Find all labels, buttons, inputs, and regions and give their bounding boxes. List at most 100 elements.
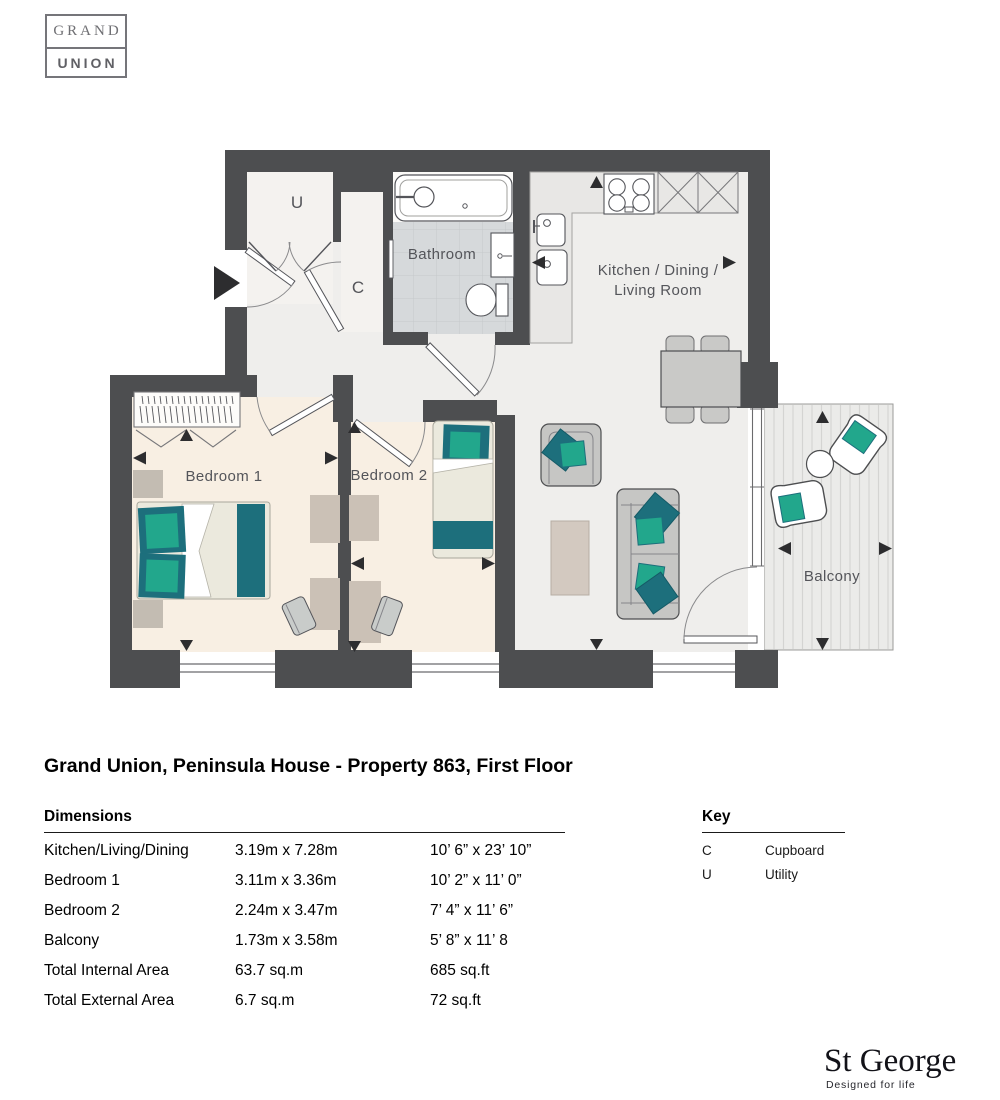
room-name: Bedroom 1 xyxy=(44,872,120,889)
bed-runner xyxy=(433,521,493,549)
metric-size: 6.7 sq.m xyxy=(235,992,295,1009)
desk-chair xyxy=(371,595,403,637)
bedroom1-door xyxy=(256,393,336,437)
utility-doors xyxy=(248,241,332,272)
bathroom-door xyxy=(425,342,496,397)
utility-label: U xyxy=(291,193,303,212)
metric-size: 1.73m x 3.58m xyxy=(235,932,338,949)
armchair xyxy=(540,423,602,487)
divider xyxy=(702,832,845,833)
bathroom-fixtures xyxy=(388,174,515,317)
dimensions-heading: Dimensions xyxy=(44,808,132,825)
room-name: Total External Area xyxy=(44,992,175,1009)
room-labels: U C Bathroom Kitchen / Dining / Living R… xyxy=(186,193,860,585)
bedroom2-window xyxy=(412,652,499,688)
arrow-down-icon xyxy=(590,639,603,650)
arrow-right-icon xyxy=(325,451,338,465)
towel-rail xyxy=(388,239,394,279)
arrow-up-icon xyxy=(590,176,603,188)
arrow-down-icon xyxy=(180,640,193,651)
entry-arrow-icon xyxy=(214,266,240,300)
page-title: Grand Union, Peninsula House - Property … xyxy=(44,755,573,777)
bedroom2-label: Bedroom 2 xyxy=(351,467,428,484)
metric-size: 3.19m x 7.28m xyxy=(235,842,338,859)
bathroom-label: Bathroom xyxy=(408,246,476,263)
table-row: Total Internal Area 63.7 sq.m 685 sq.ft xyxy=(44,956,565,986)
desk xyxy=(349,495,379,541)
arrow-left-icon xyxy=(778,542,791,555)
floorplan-drawing: U C Bathroom Kitchen / Dining / Living R… xyxy=(110,150,894,688)
kitchen-fixtures xyxy=(529,171,739,344)
arrow-left-icon xyxy=(532,256,545,269)
table-row: Balcony 1.73m x 3.58m 5’ 8” x 11’ 8 xyxy=(44,926,565,956)
bedroom1-window xyxy=(180,652,275,688)
key-label: Utility xyxy=(765,866,798,882)
st-george-logo: St George Designed for life xyxy=(824,1044,964,1091)
logo-union-text: UNION xyxy=(57,54,118,71)
desk xyxy=(310,495,340,543)
grand-union-logo: GRAND UNION xyxy=(45,14,127,78)
key-row: C Cupboard xyxy=(702,838,845,862)
arrow-right-icon xyxy=(879,542,892,555)
arrow-up-icon xyxy=(816,411,829,423)
coffee-table xyxy=(550,520,590,596)
kitchen-label-line1: Kitchen / Dining / xyxy=(598,262,719,279)
table-row: Kitchen/Living/Dining 3.19m x 7.28m 10’ … xyxy=(44,836,565,866)
st-george-tagline: Designed for life xyxy=(826,1078,916,1091)
divider xyxy=(44,832,565,833)
imperial-size: 685 sq.ft xyxy=(430,962,490,979)
bedroom1-label: Bedroom 1 xyxy=(186,468,263,485)
key-heading: Key xyxy=(702,808,731,825)
desk-chair xyxy=(281,596,317,636)
bedside-table xyxy=(133,470,163,498)
double-bed xyxy=(136,501,271,600)
st-george-name: St George xyxy=(824,1043,957,1079)
cupboard-door xyxy=(303,261,345,333)
metric-size: 63.7 sq.m xyxy=(235,962,304,979)
desk xyxy=(349,581,381,643)
kitchen-label-line2: Living Room xyxy=(614,282,702,299)
bedside-table xyxy=(133,600,163,628)
table-row: Bedroom 1 3.11m x 3.36m 10’ 2” x 11’ 0” xyxy=(44,866,565,896)
bedroom2-furniture xyxy=(349,420,494,643)
arrow-down-icon xyxy=(816,638,829,650)
entry-door xyxy=(244,246,296,308)
imperial-size: 5’ 8” x 11’ 8 xyxy=(430,932,508,949)
imperial-size: 10’ 2” x 11’ 0” xyxy=(430,872,522,889)
metric-size: 2.24m x 3.47m xyxy=(235,902,338,919)
imperial-size: 72 sq.ft xyxy=(430,992,481,1009)
balcony-door xyxy=(683,566,758,644)
arrow-up-icon xyxy=(180,429,193,441)
key-table: Key C Cupboard U Utility xyxy=(702,808,845,886)
balcony-chair xyxy=(770,480,828,529)
table-row: Bedroom 2 2.24m x 3.47m 7’ 4” x 11’ 6” xyxy=(44,896,565,926)
kitchen-units xyxy=(657,171,739,214)
arrow-left-icon xyxy=(351,557,364,570)
bedroom1-furniture xyxy=(133,391,340,636)
living-furniture xyxy=(540,335,742,620)
key-symbol: C xyxy=(702,842,712,858)
wardrobe xyxy=(133,391,241,448)
logo-grand-text: GRAND xyxy=(47,16,125,49)
dimension-arrows xyxy=(133,176,892,652)
arrow-down-icon xyxy=(348,641,361,652)
balcony-window-wall xyxy=(750,408,764,650)
single-bed xyxy=(432,420,494,559)
room-name: Total Internal Area xyxy=(44,962,169,979)
cupboard-floor xyxy=(341,192,383,332)
room-name: Kitchen/Living/Dining xyxy=(44,842,189,859)
arrow-left-icon xyxy=(133,451,146,465)
balcony-chair xyxy=(829,414,888,475)
sofa xyxy=(616,488,681,620)
key-label: Cupboard xyxy=(765,842,825,858)
table-row: Total External Area 6.7 sq.m 72 sq.ft xyxy=(44,986,565,1016)
bathtub xyxy=(394,174,513,222)
metric-size: 3.11m x 3.36m xyxy=(235,872,337,889)
balcony-furniture xyxy=(770,414,888,529)
balcony-table xyxy=(805,449,835,479)
room-name: Bedroom 2 xyxy=(44,902,120,919)
arrow-right-icon xyxy=(482,557,495,570)
imperial-size: 7’ 4” x 11’ 6” xyxy=(430,902,513,919)
balcony-label: Balcony xyxy=(804,568,860,585)
